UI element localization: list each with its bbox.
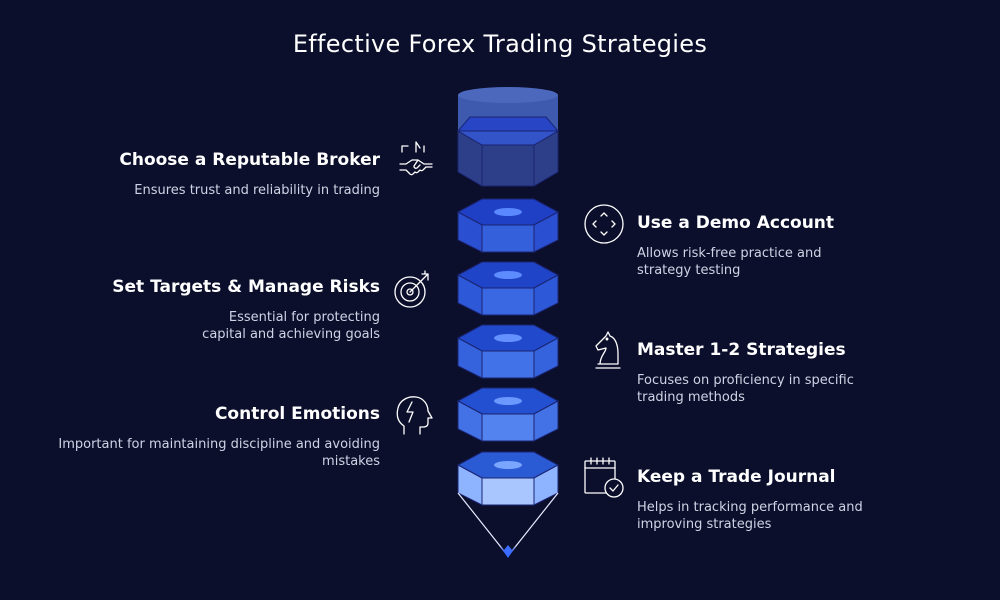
step-description: Focuses on proficiency in specific tradi… [637, 373, 854, 405]
stack-tier-1 [456, 198, 560, 253]
step-heading: Choose a Reputable Broker [119, 150, 380, 170]
step-control-emotions: Control Emotions Important for maintaini… [40, 404, 380, 470]
stack-tier-5 [456, 451, 560, 506]
step-description: Essential for protecting capital and ach… [202, 310, 380, 342]
handshake-icon [396, 140, 440, 184]
step-description: Ensures trust and reliability in trading [134, 183, 380, 198]
step-heading: Use a Demo Account [637, 213, 835, 233]
step-choose-broker: Choose a Reputable Broker Ensures trust … [60, 150, 380, 199]
calendar-check-icon [582, 456, 626, 500]
page-title: Effective Forex Trading Strategies [292, 30, 708, 58]
step-description: Helps in tracking performance and improv… [637, 500, 863, 532]
step-heading: Keep a Trade Journal [637, 467, 836, 487]
step-description: Important for maintaining discipline and… [58, 437, 380, 469]
stack-cap [456, 87, 560, 187]
target-icon [392, 268, 436, 312]
stack-tier-3 [456, 324, 560, 379]
chess-knight-icon [586, 328, 630, 372]
head-lightning-icon [392, 394, 436, 438]
step-master-strategies: Master 1-2 Strategies Focuses on profici… [637, 340, 887, 406]
step-heading: Set Targets & Manage Risks [112, 277, 380, 297]
step-targets-risks: Set Targets & Manage Risks Essential for… [60, 277, 380, 343]
stack-tier-4 [456, 387, 560, 442]
step-trade-journal: Keep a Trade Journal Helps in tracking p… [637, 467, 897, 533]
step-description: Allows risk-free practice and strategy t… [637, 246, 822, 278]
compass-icon [584, 204, 628, 248]
step-heading: Master 1-2 Strategies [637, 340, 846, 360]
stack-tip [457, 492, 559, 558]
step-demo-account: Use a Demo Account Allows risk-free prac… [637, 213, 867, 279]
step-heading: Control Emotions [214, 404, 380, 424]
stack-tier-2 [456, 261, 560, 316]
